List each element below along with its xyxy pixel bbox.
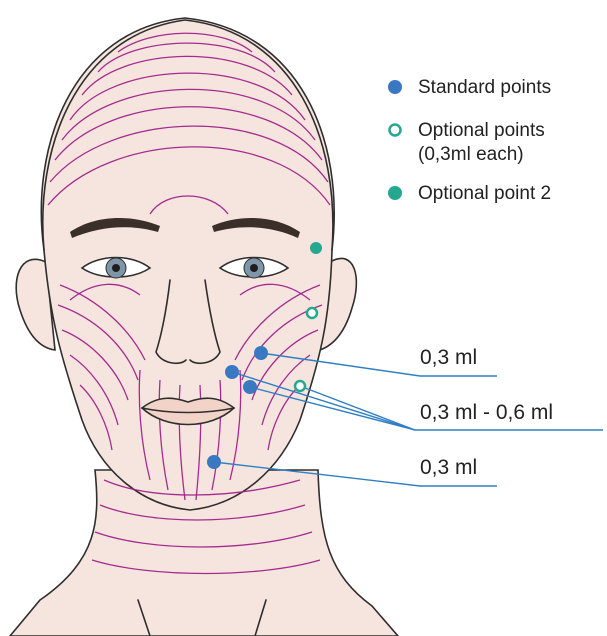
legend: Standard points Optional points (0,3ml e… [388,77,551,204]
legend-optional-sublabel: (0,3ml each) [418,144,524,165]
dose-label-lower: 0,3 ml [420,456,477,479]
legend-optional2-label: Optional point 2 [418,183,551,204]
legend-optional-marker [390,125,401,136]
legend-standard-marker [388,80,402,94]
standard-point [225,365,239,379]
standard-point [243,380,257,394]
dose-label-middle: 0,3 ml - 0,6 ml [420,401,553,424]
legend-standard-label: Standard points [418,77,551,98]
standard-point [207,455,221,469]
optional-point [307,308,317,318]
dose-labels: 0,3 ml 0,3 ml - 0,6 ml 0,3 ml [420,346,553,479]
optional-point-2 [310,242,322,254]
legend-optional-label: Optional points [418,120,545,141]
standard-point [254,346,268,360]
dose-label-upper: 0,3 ml [420,346,477,369]
legend-optional2-marker [388,186,402,200]
optional-point [295,381,305,391]
